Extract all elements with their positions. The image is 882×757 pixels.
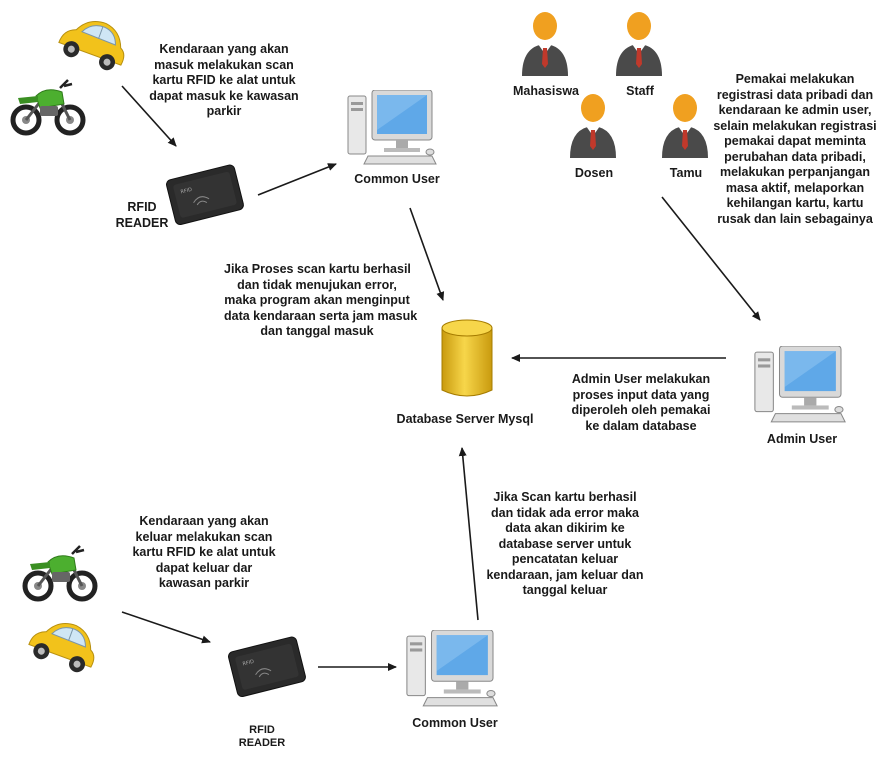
computer-icon [406,630,498,707]
person-icon-staff [616,12,662,76]
label-rfid-reader-top: RFID READER [115,200,169,230]
svg-text:RFID: RFID [180,187,193,196]
note-exit-scan: Kendaraan yang akan keluar melakukan sca… [132,514,276,590]
note-user-registration: Pemakai melakukan registrasi data pribad… [713,72,877,226]
rfid-reader-icon: RFID [166,164,244,225]
arrow-rfid-to-common-user-top [257,163,337,196]
arrow-vehicles-to-rfid-bottom [121,611,211,644]
label-staff: Staff [626,84,654,98]
arrow-common-user-bottom-to-database [458,447,479,621]
note-admin-input: Admin User melakukan proses input data y… [571,372,711,433]
arrow-users-to-admin [661,196,761,321]
label-mahasiswa: Mahasiswa [512,84,579,98]
admin-computer-icon [754,346,846,423]
label-database: Database Server Mysql [396,412,534,426]
person-icon-dosen [570,94,616,158]
car-icon [28,623,95,673]
label-dosen: Dosen [574,166,614,180]
label-common-user-bottom: Common User [412,716,498,730]
label-admin-user: Admin User [766,432,838,446]
svg-text:RFID: RFID [242,659,255,668]
arrow-vehicles-to-rfid-top [121,85,177,147]
car-icon [58,21,125,71]
person-icon-mahasiswa [522,12,568,76]
computer-icon [347,90,437,165]
note-entry-scan: Kendaraan yang akan masuk melakukan scan… [149,42,299,118]
arrow-common-user-to-database [409,207,445,301]
motorcycle-icon [22,545,98,602]
person-icon-tamu [662,94,708,158]
database-icon [441,319,493,397]
label-common-user-top: Common User [354,172,440,186]
label-tamu: Tamu [669,166,703,180]
note-entry-process: Jika Proses scan kartu berhasil dan tida… [224,262,418,338]
rfid-reader-icon: RFID [228,636,306,697]
label-rfid-reader-bottom: RFID READER [238,724,286,749]
note-exit-process: Jika Scan kartu berhasil dan tidak ada e… [486,490,644,597]
motorcycle-icon [10,79,86,136]
